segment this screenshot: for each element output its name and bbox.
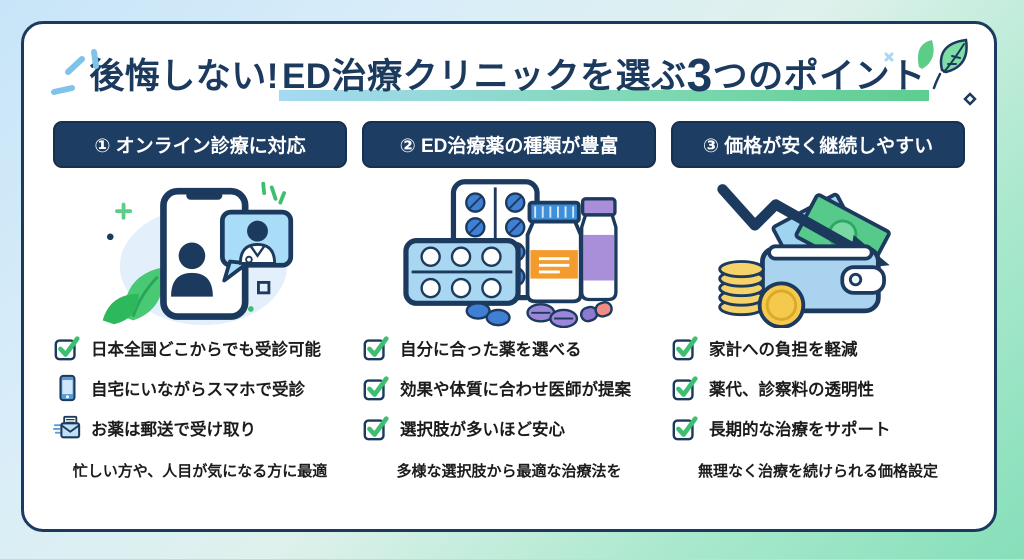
checklist-affordable-price: 家計への負担を軽減 薬代、診察料の透明性 長期的な治療をサポート	[671, 334, 965, 442]
checkbox-icon	[363, 376, 389, 401]
checkbox-icon	[672, 376, 698, 401]
title-prefix: 後悔しない!	[89, 57, 279, 96]
wallet-savings-icon	[716, 183, 891, 328]
checkbox-icon	[54, 336, 80, 361]
list-item-text: 効果や体質に合わせ医師が提案	[400, 380, 631, 399]
sparkle-burst-icon	[51, 49, 99, 95]
list-item: 効果や体質に合わせ医師が提案	[362, 374, 656, 402]
column-affordable-price: ③ 価格が安く継続しやすい	[671, 120, 965, 481]
main-card: 後悔しない!ED治療クリニックを選ぶ3つのポイント ① オンライン診療に対応	[21, 21, 997, 532]
mail-icon	[53, 415, 81, 439]
list-item-text: 選択肢が多いほど安心	[400, 420, 565, 439]
badge-point-1: ① オンライン診療に対応	[53, 120, 347, 168]
list-item: 自宅にいながらスマホで受診	[53, 374, 347, 402]
list-item: 選択肢が多いほど安心	[362, 414, 656, 442]
smartphone-icon	[59, 374, 76, 401]
list-item-text: 日本全国どこからでも受診可能	[91, 340, 322, 359]
checklist-online-care: 日本全国どこからでも受診可能 自宅にいながらスマホで受診	[53, 334, 347, 442]
list-item: 自分に合った薬を選べる	[362, 334, 656, 362]
smartphone-video-call-icon	[102, 181, 293, 325]
illustration-medicines	[362, 174, 656, 330]
list-item-text: 家計への負担を軽減	[709, 340, 858, 359]
list-item: 長期的な治療をサポート	[671, 414, 965, 442]
column-note: 多様な選択肢から最適な治療法を	[396, 462, 622, 480]
column-note: 忙しい方や、人目が気になる方に最適	[72, 462, 328, 480]
column-note: 無理なく治療を続けられる価格設定	[697, 462, 938, 480]
column-online-care: ① オンライン診療に対応	[53, 120, 347, 481]
medicines-icon	[402, 178, 618, 328]
illustration-wallet-savings	[671, 174, 965, 330]
list-item: 日本全国どこからでも受診可能	[53, 334, 347, 362]
badge-point-2: ② ED治療薬の種類が豊富	[362, 120, 656, 168]
list-item-text: 自宅にいながらスマホで受診	[91, 380, 306, 399]
checkbox-icon	[363, 416, 389, 441]
illustration-smartphone-video-call	[53, 174, 347, 330]
column-medicine-variety: ② ED治療薬の種類が豊富	[362, 120, 656, 481]
page-title: 後悔しない!ED治療クリニックを選ぶ3つのポイント	[24, 52, 994, 101]
title-highlight: ED治療クリニックを選ぶ3つのポイント	[278, 52, 929, 101]
list-item: お薬は郵送で受け取り	[53, 414, 347, 442]
badge-point-3: ③ 価格が安く継続しやすい	[671, 120, 965, 168]
points-columns: ① オンライン診療に対応	[24, 120, 994, 481]
list-item-text: 自分に合った薬を選べる	[400, 340, 582, 359]
checkbox-icon	[672, 416, 698, 441]
checklist-medicine-variety: 自分に合った薬を選べる 効果や体質に合わせ医師が提案 選択肢が多いほど安心	[362, 334, 656, 442]
list-item: 家計への負担を軽減	[671, 334, 965, 362]
title-big-number: 3	[686, 49, 713, 101]
leaf-decoration-icon	[884, 38, 977, 106]
list-item: 薬代、診察料の透明性	[671, 374, 965, 402]
checkbox-icon	[363, 336, 389, 361]
list-item-text: 薬代、診察料の透明性	[709, 380, 874, 399]
list-item-text: お薬は郵送で受け取り	[91, 420, 256, 439]
list-item-text: 長期的な治療をサポート	[709, 420, 891, 439]
checkbox-icon	[672, 336, 698, 361]
